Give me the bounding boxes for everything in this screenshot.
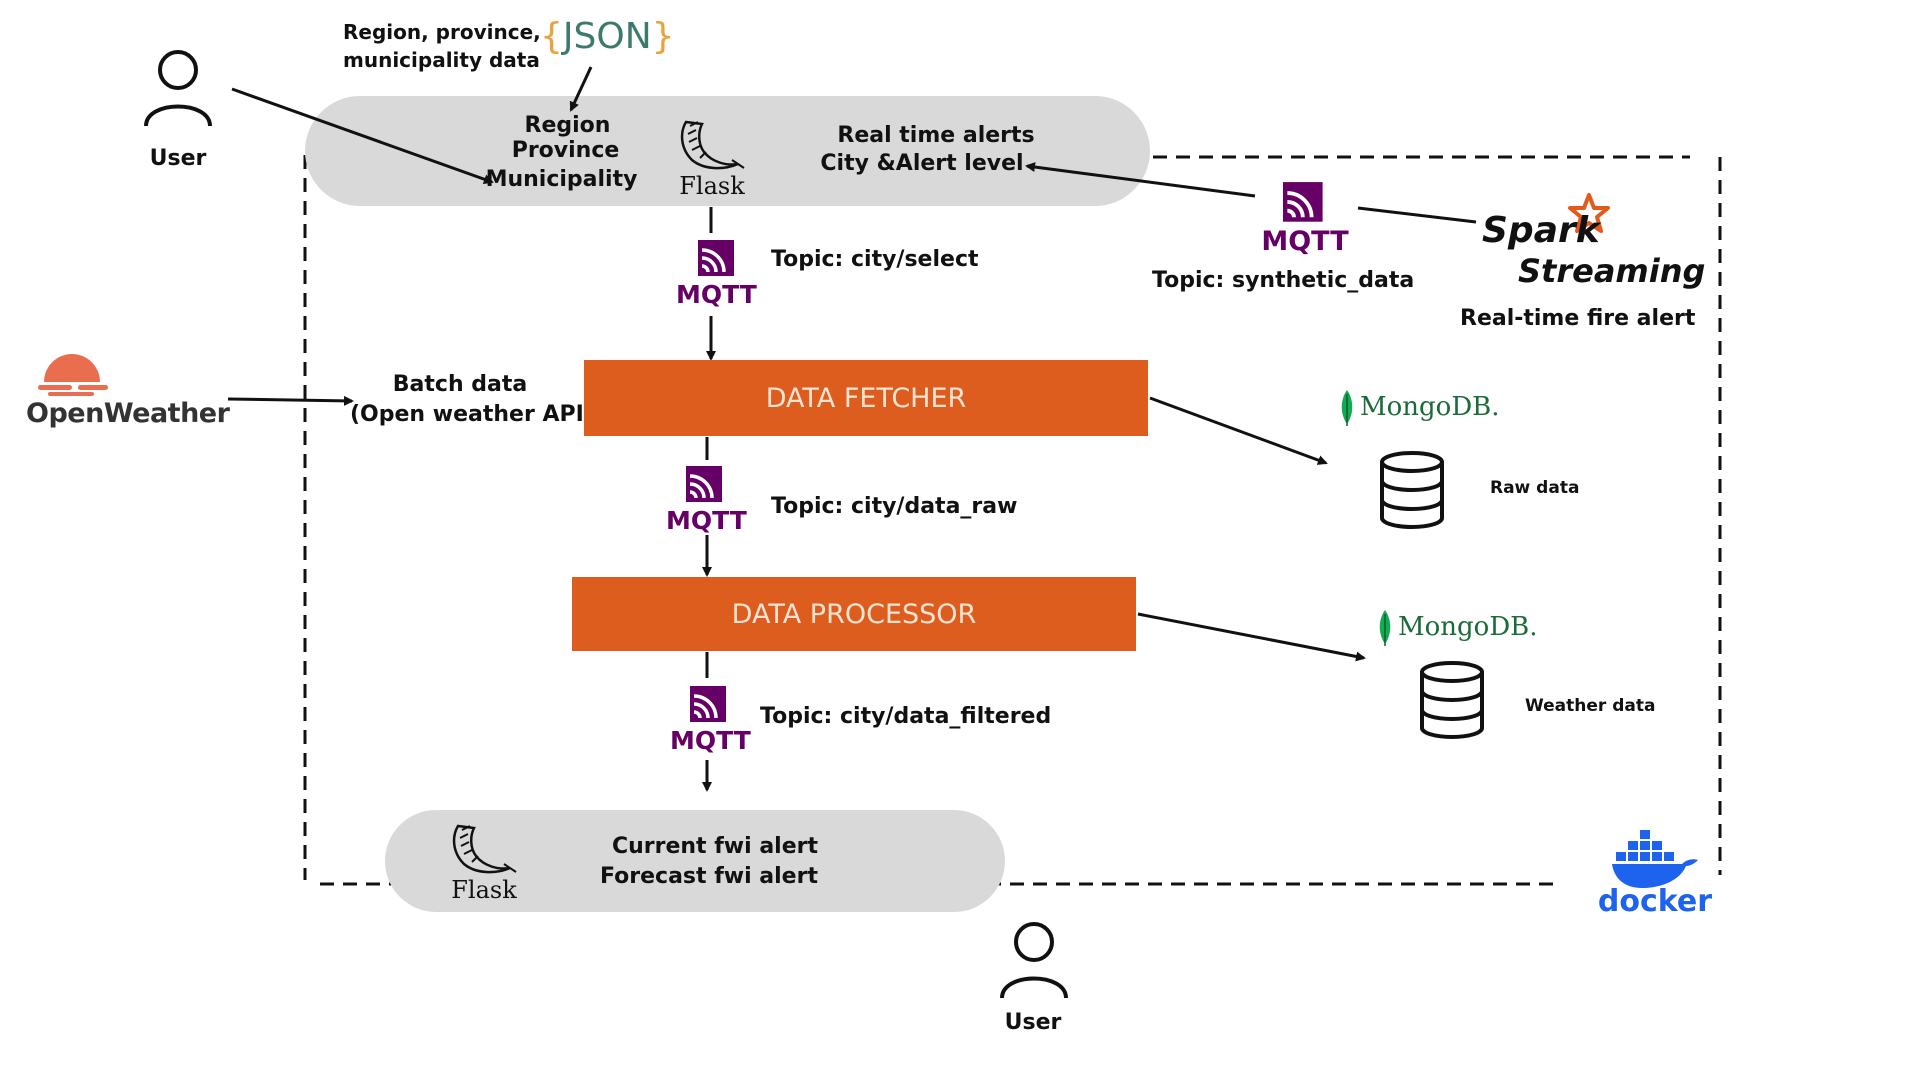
json-logo-text: {JSON} bbox=[540, 16, 675, 57]
current-fwi-alert: Current fwi alert bbox=[611, 834, 819, 859]
mqtt-badge-raw: MQTT bbox=[666, 466, 747, 536]
mongodb-leaf-icon bbox=[1379, 610, 1391, 646]
json-logo: {JSON} bbox=[540, 16, 675, 57]
user-label-top: User bbox=[149, 146, 207, 171]
flask-logo-bottom: Flask bbox=[444, 822, 524, 906]
topic-filtered: Topic: city/data_filtered bbox=[760, 704, 1052, 729]
batch-line1: Batch data bbox=[392, 372, 528, 397]
arrow-json-to-selector bbox=[569, 66, 593, 112]
alerts-line2: City &Alert level bbox=[820, 151, 1024, 176]
data-processor-label: DATA PROCESSOR bbox=[731, 598, 977, 630]
topic-select: Topic: city/select bbox=[771, 247, 979, 272]
bottom-flask-panel bbox=[385, 810, 1005, 912]
spark-star-icon bbox=[1568, 193, 1610, 233]
json-caption-line2: municipality data bbox=[343, 48, 540, 72]
line-spark-to-mqtt bbox=[1357, 206, 1477, 224]
flask-icon bbox=[680, 120, 745, 170]
spark-streaming-logo: Spark Streaming bbox=[1480, 192, 1705, 302]
mqtt-label-raw: MQTT bbox=[666, 506, 747, 535]
mqtt-icon bbox=[690, 686, 726, 722]
arrow-openweather-to-batch bbox=[227, 395, 354, 406]
arrow-fetcher-to-mongo-raw bbox=[1149, 396, 1328, 465]
arrow-mqtt-to-alerts bbox=[1025, 162, 1256, 198]
mongodb-logo-raw: MongoDB. bbox=[1338, 390, 1518, 430]
flask-label-top: Flask bbox=[679, 172, 745, 200]
mqtt-label-filtered: MQTT bbox=[670, 726, 751, 755]
forecast-fwi-alert: Forecast fwi alert bbox=[600, 864, 818, 889]
database-icon bbox=[1420, 661, 1484, 739]
flask-logo-top: Flask bbox=[672, 118, 752, 202]
selector-region: Region bbox=[524, 113, 611, 138]
mqtt-badge-filtered: MQTT bbox=[670, 686, 751, 756]
docker-logo-text: docker bbox=[1597, 884, 1713, 919]
data-fetcher-label: DATA FETCHER bbox=[765, 382, 967, 414]
arrow-processor-to-mongo-weather bbox=[1137, 612, 1366, 662]
spark-logo-line2: Streaming bbox=[1518, 252, 1706, 290]
openweather-logo-text: OpenWeather bbox=[26, 398, 230, 429]
mqtt-label-synthetic: MQTT bbox=[1261, 226, 1349, 257]
docker-whale-icon bbox=[1612, 830, 1698, 888]
selector-province: Province bbox=[511, 138, 620, 163]
flask-icon bbox=[452, 824, 517, 874]
data-processor-box: DATA PROCESSOR bbox=[572, 577, 1136, 651]
weather-data-label: Weather data bbox=[1525, 696, 1656, 716]
mqtt-badge-select: MQTT bbox=[676, 240, 757, 310]
spark-caption: Real-time fire alert bbox=[1460, 306, 1696, 331]
selector-municipality: Municipality bbox=[485, 167, 638, 192]
mqtt-label-select: MQTT bbox=[676, 280, 757, 309]
json-caption-line1: Region, province, bbox=[343, 20, 541, 44]
user-icon bbox=[144, 50, 212, 127]
batch-line2: (Open weather API) bbox=[350, 402, 594, 427]
data-fetcher-box: DATA FETCHER bbox=[584, 360, 1148, 436]
mongodb-text-weather: MongoDB. bbox=[1398, 612, 1538, 642]
user-label-bottom: User bbox=[1004, 1010, 1062, 1035]
docker-logo: docker bbox=[1590, 828, 1720, 928]
mqtt-icon bbox=[1283, 182, 1323, 222]
spark-logo-line1: Spark bbox=[1482, 210, 1600, 251]
mqtt-icon bbox=[698, 240, 734, 276]
flask-label-bottom: Flask bbox=[451, 876, 517, 904]
mqtt-badge-synthetic: MQTT bbox=[1261, 182, 1349, 258]
raw-data-label: Raw data bbox=[1490, 478, 1580, 498]
topic-synthetic: Topic: synthetic_data bbox=[1152, 268, 1415, 293]
openweather-logo: OpenWeather bbox=[26, 348, 230, 438]
arrow-user-to-selector bbox=[231, 87, 494, 185]
mongodb-text-raw: MongoDB. bbox=[1360, 392, 1500, 422]
mongodb-logo-weather: MongoDB. bbox=[1376, 610, 1556, 650]
mongodb-leaf-icon bbox=[1341, 390, 1353, 426]
mqtt-icon bbox=[686, 466, 722, 502]
topic-raw: Topic: city/data_raw bbox=[771, 494, 1018, 519]
user-icon bbox=[1000, 922, 1068, 999]
top-flask-panel bbox=[305, 96, 1150, 206]
openweather-sun-icon bbox=[38, 354, 108, 396]
alerts-line1: Real time alerts bbox=[837, 123, 1035, 148]
database-icon bbox=[1380, 451, 1444, 529]
